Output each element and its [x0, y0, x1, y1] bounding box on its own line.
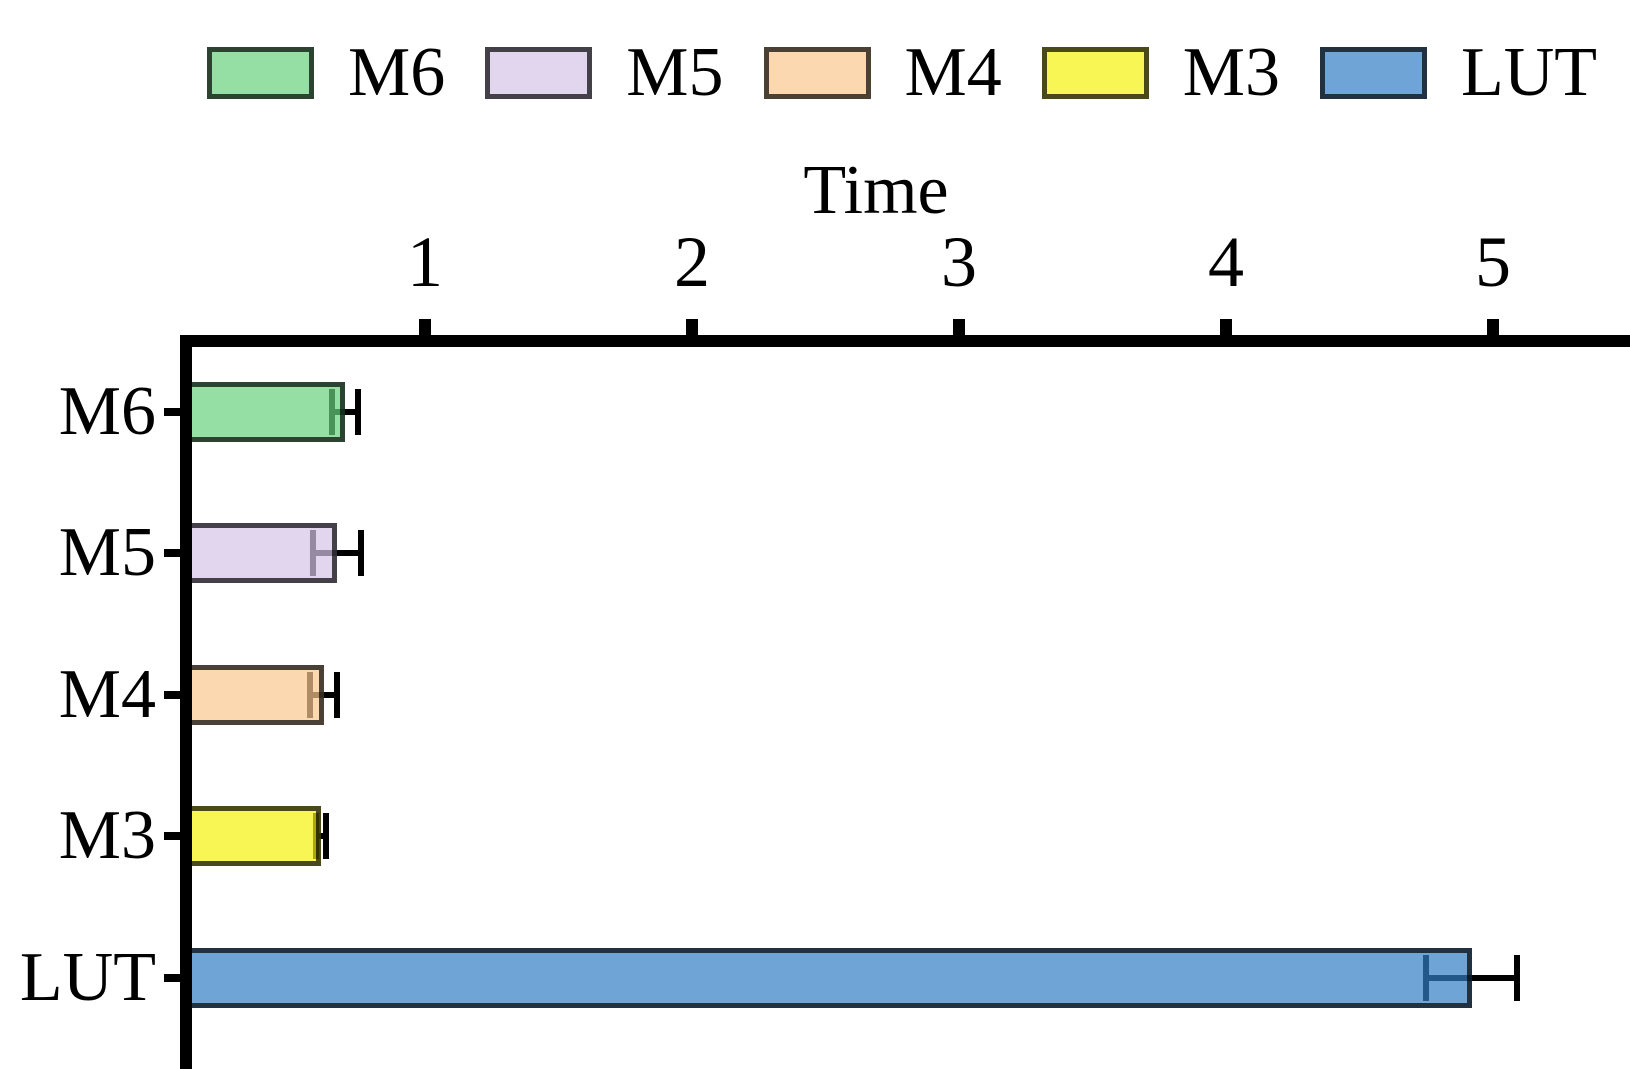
- bar: [182, 382, 345, 442]
- category-label: M4: [58, 655, 156, 733]
- x-tick: [419, 319, 431, 335]
- category-label: M6: [58, 373, 156, 450]
- error-bar-cap-high: [333, 671, 340, 718]
- legend-label: M4: [904, 34, 1002, 111]
- error-bar-cap-high: [357, 530, 364, 577]
- x-tick: [1487, 319, 1499, 335]
- y-tick: [164, 408, 180, 416]
- y-tick: [164, 832, 180, 841]
- legend-item: M3: [1041, 34, 1280, 111]
- bar: [182, 523, 337, 584]
- x-axis-title: Time: [803, 152, 949, 229]
- x-tick: [686, 319, 698, 335]
- bar: [182, 806, 321, 867]
- legend: M6 M5 M4 M3 LUT: [207, 37, 1597, 109]
- legend-item: LUT: [1320, 38, 1597, 108]
- legend-swatch: [1320, 47, 1427, 99]
- x-tick-label: 1: [407, 222, 443, 302]
- error-bar-line: [331, 409, 359, 415]
- x-tick-label: 2: [674, 222, 710, 302]
- error-bar-cap-high: [1514, 954, 1521, 1001]
- error-bar-cap-high: [323, 813, 330, 860]
- legend-item: M6: [207, 38, 445, 108]
- legend-label: M5: [626, 34, 724, 111]
- x-tick-label: 4: [1208, 222, 1244, 302]
- legend-swatch: [485, 47, 593, 99]
- legend-swatch: [207, 47, 314, 99]
- category-label: M3: [58, 797, 156, 875]
- y-tick: [164, 973, 180, 982]
- x-tick-label: 3: [941, 222, 977, 302]
- error-bar-cap-high: [355, 389, 362, 435]
- category-label: LUT: [19, 938, 156, 1016]
- y-axis-line: [180, 335, 192, 1069]
- legend-label: M6: [348, 34, 446, 111]
- y-tick: [164, 690, 180, 699]
- error-bar-line: [1426, 974, 1518, 981]
- y-tick: [164, 549, 180, 558]
- legend-swatch: [1041, 47, 1149, 99]
- bar: [182, 947, 1472, 1008]
- x-axis-line: [180, 335, 1630, 347]
- legend-item: M5: [485, 34, 724, 111]
- error-bar-line: [312, 550, 361, 557]
- legend-item: M4: [763, 34, 1002, 111]
- legend-swatch: [763, 47, 871, 99]
- error-bar-line: [310, 691, 337, 698]
- x-tick: [953, 319, 965, 335]
- x-tick-label: 5: [1475, 222, 1511, 302]
- x-tick: [1220, 319, 1232, 335]
- legend-label: LUT: [1461, 34, 1598, 111]
- category-label: M5: [58, 514, 156, 592]
- legend-label: M3: [1182, 34, 1280, 111]
- bar: [182, 664, 324, 725]
